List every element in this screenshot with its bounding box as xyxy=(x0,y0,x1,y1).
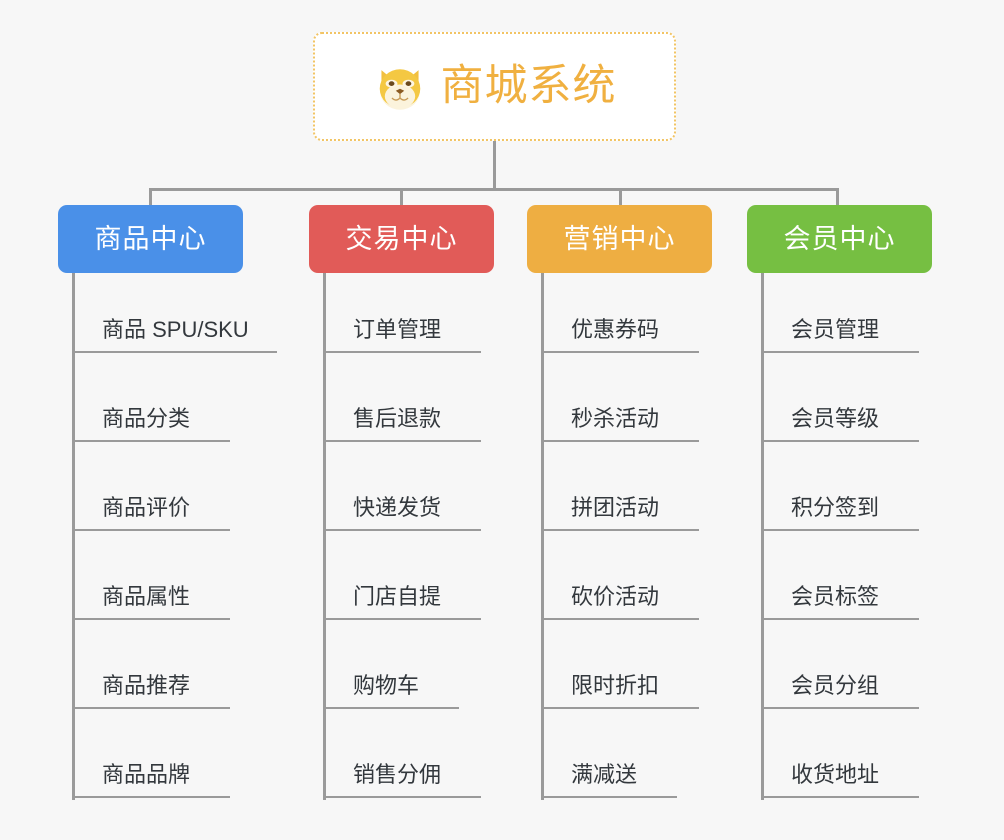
leaf-label: 商品品牌 xyxy=(102,762,191,787)
leaf-label: 限时折扣 xyxy=(571,673,660,698)
leaf-label: 订单管理 xyxy=(353,317,442,342)
leaf-item[interactable]: 商品 SPU/SKU xyxy=(72,264,277,353)
leaf-item[interactable]: 门店自提 xyxy=(323,531,481,620)
leaf-item[interactable]: 售后退款 xyxy=(323,353,481,442)
branch-trunk-2 xyxy=(323,273,326,800)
leaf-label: 会员分组 xyxy=(791,673,880,698)
connector-root-stem xyxy=(493,141,496,189)
leaf-label: 门店自提 xyxy=(353,584,442,609)
leaf-label: 砍价活动 xyxy=(571,584,660,609)
leaf-label: 会员标签 xyxy=(791,584,880,609)
leaf-item[interactable]: 拼团活动 xyxy=(541,442,699,531)
leaf-label: 拼团活动 xyxy=(571,495,660,520)
leaf-label: 商品分类 xyxy=(102,406,191,431)
category-label: 交易中心 xyxy=(345,223,458,254)
leaf-item[interactable]: 销售分佣 xyxy=(323,709,481,798)
branch-trunk-4 xyxy=(761,273,764,800)
category-label: 会员中心 xyxy=(783,223,896,254)
leaf-label: 积分签到 xyxy=(791,495,880,520)
leaf-item[interactable]: 商品评价 xyxy=(72,442,230,531)
leaf-item[interactable]: 快递发货 xyxy=(323,442,481,531)
connector-drop-3 xyxy=(619,188,622,207)
leaf-item[interactable]: 会员管理 xyxy=(761,264,919,353)
category-box-member-center[interactable]: 会员中心 xyxy=(747,205,932,273)
category-box-product-center[interactable]: 商品中心 xyxy=(58,205,243,273)
leaf-label: 会员管理 xyxy=(791,317,880,342)
leaf-item[interactable]: 商品分类 xyxy=(72,353,230,442)
connector-drop-4 xyxy=(836,188,839,207)
leaf-item[interactable]: 会员标签 xyxy=(761,531,919,620)
leaf-item[interactable]: 积分签到 xyxy=(761,442,919,531)
leaf-label: 售后退款 xyxy=(353,406,442,431)
leaf-item[interactable]: 满减送 xyxy=(541,709,677,798)
leaf-item[interactable]: 会员等级 xyxy=(761,353,919,442)
leaf-label: 收货地址 xyxy=(791,762,880,787)
connector-drop-1 xyxy=(149,188,152,207)
leaf-label: 销售分佣 xyxy=(353,762,442,787)
leaf-item[interactable]: 砍价活动 xyxy=(541,531,699,620)
leaf-item[interactable]: 会员分组 xyxy=(761,620,919,709)
leaf-label: 优惠券码 xyxy=(571,317,660,342)
connector-horizontal-bus xyxy=(149,188,839,191)
category-label: 商品中心 xyxy=(94,223,207,254)
root-title: 商城系统 xyxy=(440,62,617,110)
leaf-label: 秒杀活动 xyxy=(571,406,660,431)
connector-drop-2 xyxy=(400,188,403,207)
category-label: 营销中心 xyxy=(563,223,676,254)
category-box-transaction-center[interactable]: 交易中心 xyxy=(309,205,494,273)
category-box-marketing-center[interactable]: 营销中心 xyxy=(527,205,712,273)
leaf-item[interactable]: 商品属性 xyxy=(72,531,230,620)
leaf-item[interactable]: 商品推荐 xyxy=(72,620,230,709)
leaf-item[interactable]: 限时折扣 xyxy=(541,620,699,709)
leaf-item[interactable]: 收货地址 xyxy=(761,709,919,798)
branch-trunk-3 xyxy=(541,273,544,800)
leaf-item[interactable]: 秒杀活动 xyxy=(541,353,699,442)
leaf-label: 快递发货 xyxy=(353,495,442,520)
leaf-item[interactable]: 优惠券码 xyxy=(541,264,699,353)
leaf-item[interactable]: 购物车 xyxy=(323,620,459,709)
leaf-item[interactable]: 订单管理 xyxy=(323,264,481,353)
leaf-label: 商品 SPU/SKU xyxy=(102,317,249,342)
leaf-label: 商品推荐 xyxy=(102,673,191,698)
leaf-label: 购物车 xyxy=(353,673,420,698)
leaf-label: 满减送 xyxy=(571,762,638,787)
leaf-item[interactable]: 商品品牌 xyxy=(72,709,230,798)
branch-trunk-1 xyxy=(72,273,75,800)
leaf-label: 会员等级 xyxy=(791,406,880,431)
leaf-label: 商品评价 xyxy=(102,495,191,520)
leaf-label: 商品属性 xyxy=(102,584,191,609)
dog-face-icon xyxy=(379,68,420,110)
root-node[interactable]: 商城系统 xyxy=(313,32,676,141)
